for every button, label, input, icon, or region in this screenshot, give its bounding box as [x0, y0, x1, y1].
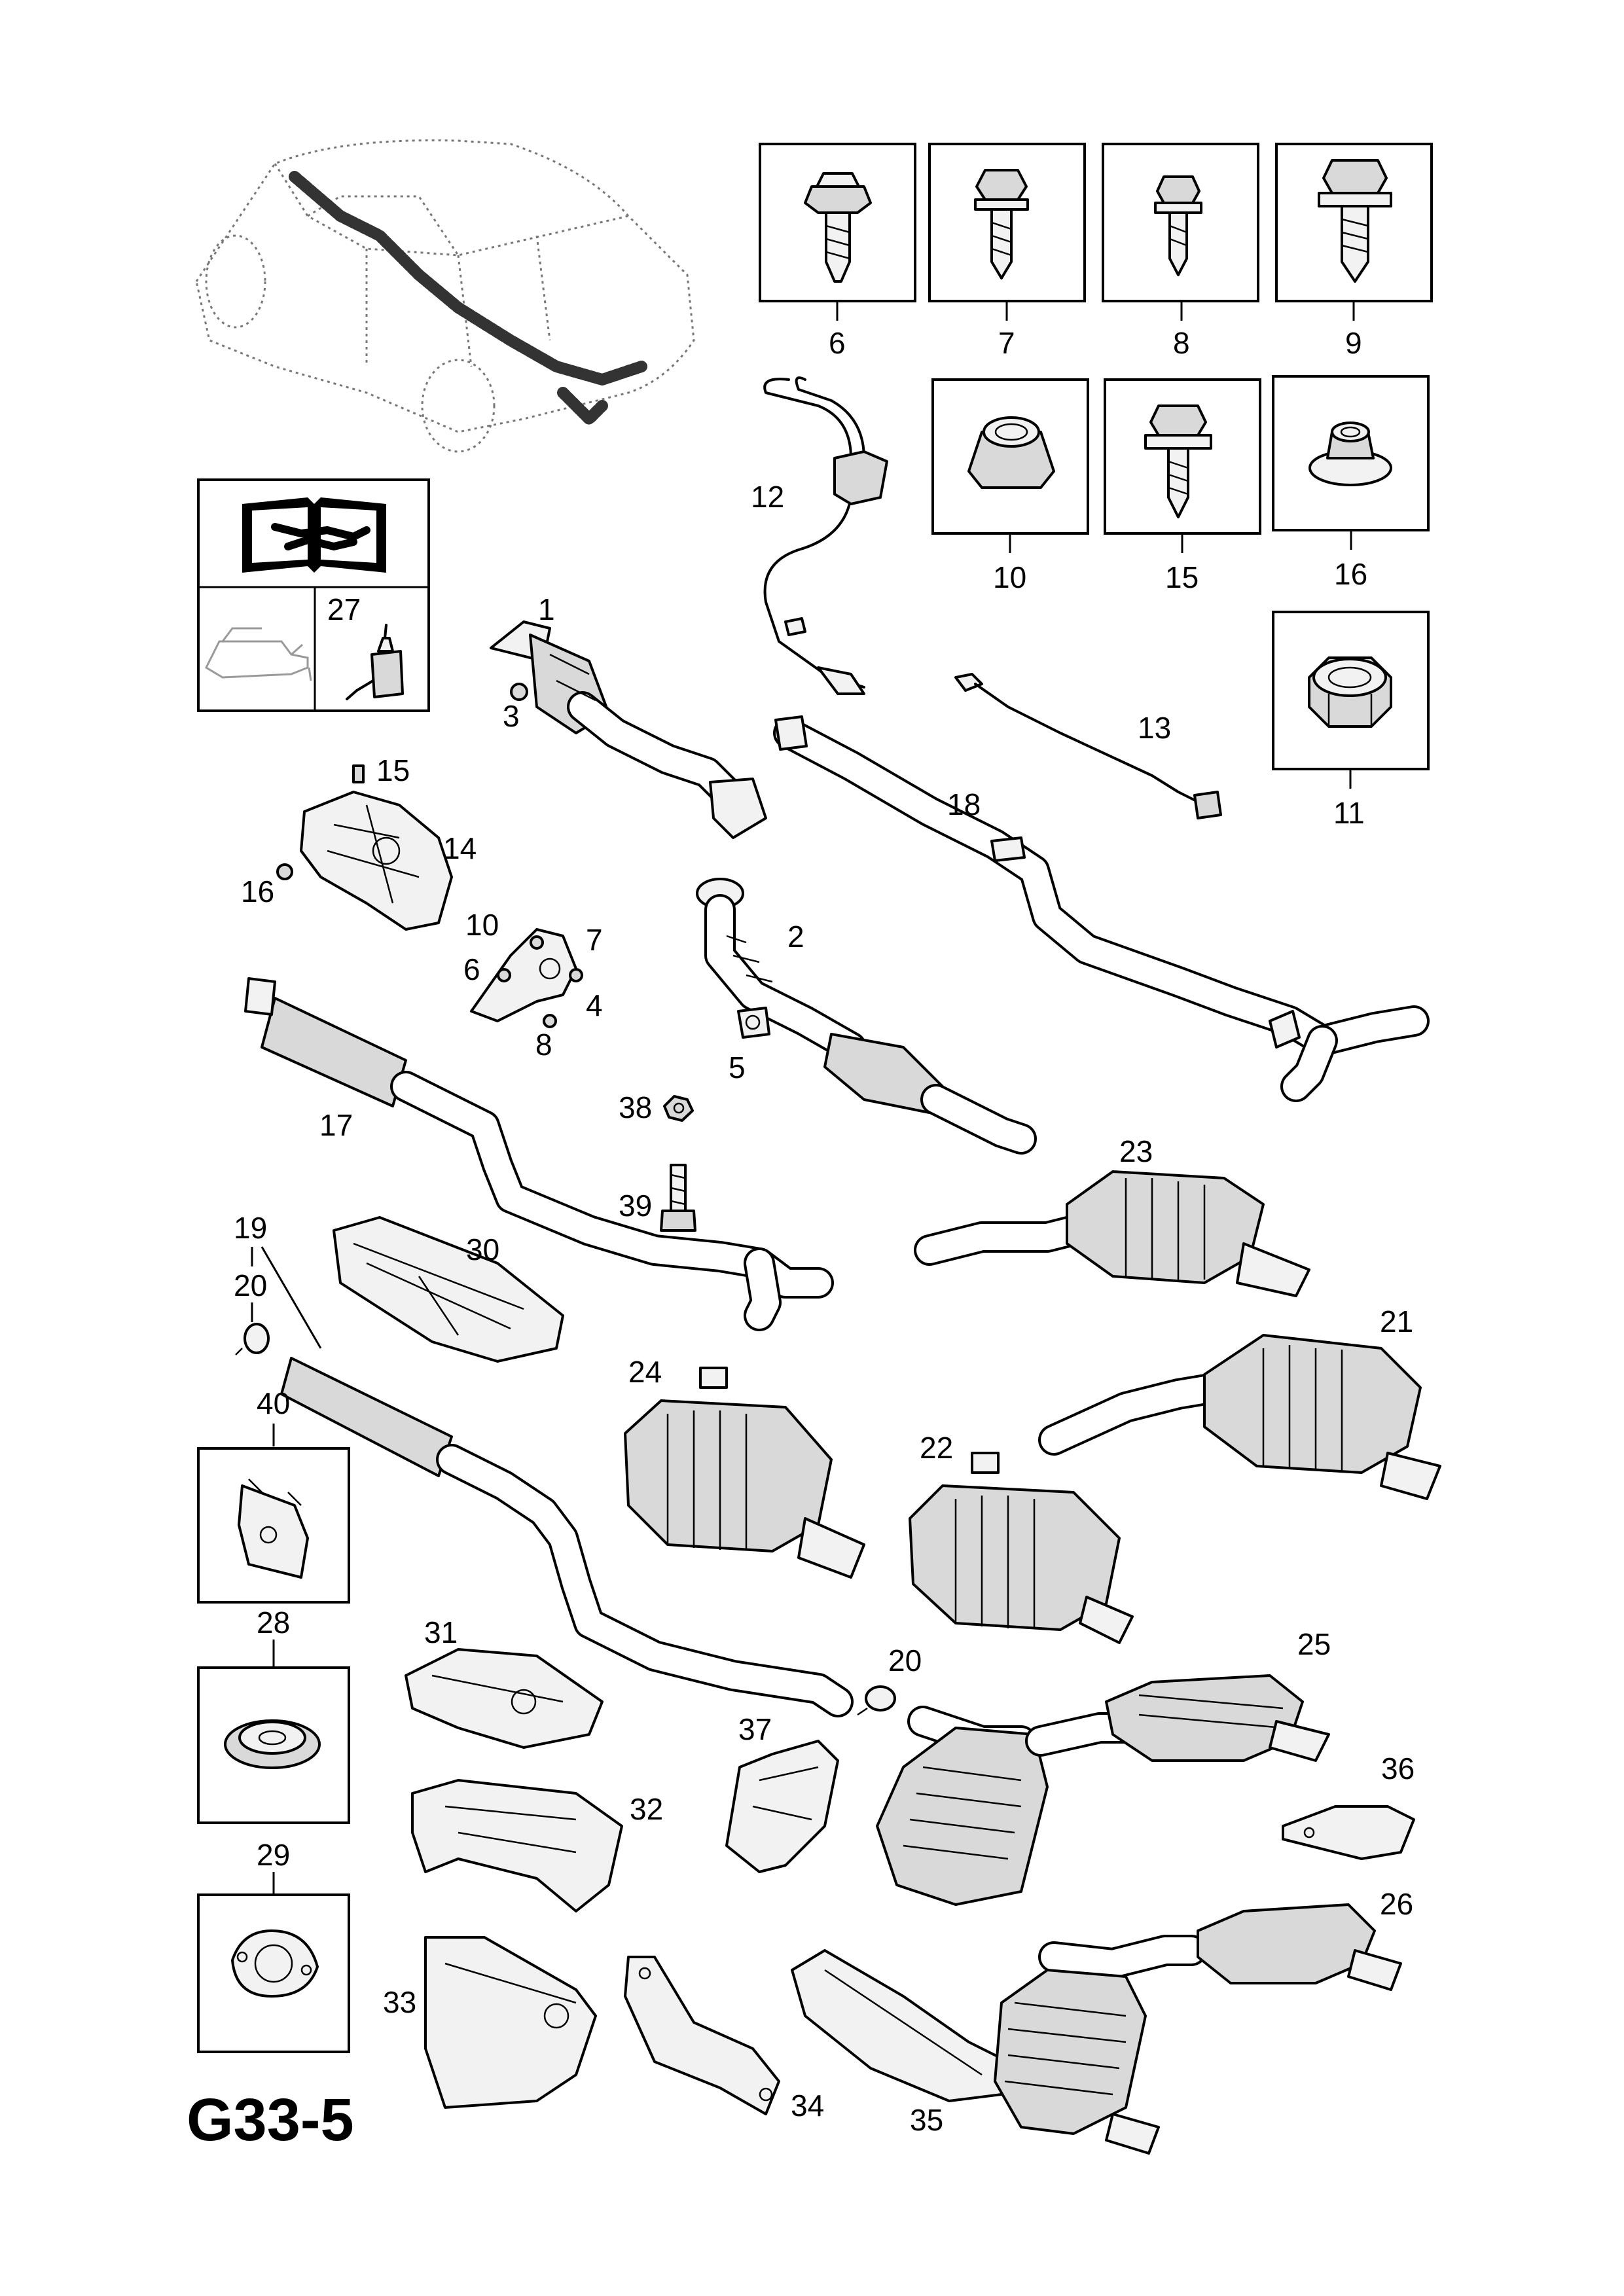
- callout-16-box: 16: [1334, 557, 1367, 591]
- service-info-box: [197, 478, 430, 712]
- callout-33: 33: [383, 1985, 416, 2019]
- callout-25: 25: [1297, 1627, 1331, 1661]
- callout-27: 27: [327, 592, 361, 626]
- oil-can-icon: [205, 627, 312, 681]
- callout-4: 4: [586, 988, 603, 1022]
- callout-3: 3: [503, 699, 520, 733]
- callout-28: 28: [257, 1605, 290, 1640]
- bracket-36: [1282, 1805, 1415, 1860]
- oxygen-sensor-12: [763, 376, 888, 695]
- callout-1: 1: [538, 592, 555, 626]
- catalytic-converter-2: [696, 878, 1037, 1155]
- callout-37: 37: [738, 1712, 772, 1746]
- fastener-box-11: [1272, 611, 1430, 770]
- callout-30: 30: [466, 1232, 499, 1266]
- callout-12: 12: [751, 480, 784, 514]
- gasket-box-29: [197, 1893, 350, 2053]
- hanger-5: [737, 1007, 770, 1039]
- bracket-4: [470, 928, 583, 1028]
- callout-24: 24: [628, 1355, 662, 1389]
- callout-11-box: 11: [1333, 796, 1365, 830]
- callout-10: 10: [465, 908, 499, 942]
- rear-muffler-24: [624, 1367, 865, 1579]
- fastener-box-9: [1275, 143, 1433, 302]
- clamp-20b: [857, 1685, 896, 1716]
- nut-3: [510, 683, 528, 701]
- mount-box-28: [197, 1666, 350, 1824]
- catalytic-converter-1: [490, 620, 767, 839]
- fastener-box-15: [1104, 378, 1261, 535]
- rear-muffler-26: [994, 1903, 1402, 2155]
- intermediate-pipe-19: [280, 1357, 854, 1717]
- callout-36: 36: [1381, 1751, 1415, 1785]
- heat-shield-33: [424, 1936, 597, 2109]
- callout-8-box: 8: [1173, 326, 1190, 360]
- diagram-code: G33-5: [187, 2087, 354, 2153]
- callout-13: 13: [1138, 711, 1171, 745]
- callout-15: 15: [376, 753, 410, 787]
- callout-39: 39: [619, 1189, 652, 1223]
- oxygen-sensor-13: [954, 673, 1222, 819]
- fastener-box-10: [931, 378, 1089, 535]
- callout-9-box: 9: [1345, 326, 1362, 360]
- rear-muffler-21: [1038, 1334, 1441, 1500]
- intermediate-pipe-17: [244, 977, 834, 1331]
- callout-6-box: 6: [829, 326, 846, 360]
- callout-6: 6: [463, 952, 480, 986]
- callout-23: 23: [1119, 1134, 1153, 1168]
- callout-16: 16: [241, 874, 274, 908]
- callout-35: 35: [910, 2103, 943, 2137]
- callout-22: 22: [920, 1431, 953, 1465]
- callout-20a: 20: [234, 1268, 267, 1302]
- nut-16: [276, 863, 293, 880]
- callout-40: 40: [257, 1386, 290, 1420]
- heat-shield-32: [411, 1779, 623, 1912]
- sealant-tube-icon: [346, 624, 404, 700]
- callout-21: 21: [1380, 1304, 1413, 1338]
- rear-muffler-23: [914, 1170, 1310, 1297]
- nut-38: [663, 1095, 694, 1122]
- callout-34: 34: [791, 2089, 824, 2123]
- callout-18: 18: [947, 787, 981, 821]
- callout-38: 38: [619, 1090, 652, 1124]
- callout-17: 17: [319, 1108, 353, 1142]
- heat-shield-30: [333, 1216, 564, 1363]
- heat-shield-31: [405, 1648, 604, 1749]
- bracket-37: [725, 1740, 839, 1873]
- callout-32: 32: [630, 1792, 663, 1826]
- callout-10-box: 10: [993, 560, 1026, 594]
- exhaust-pipe-18: [773, 715, 1430, 1102]
- clip-box-40: [197, 1447, 350, 1604]
- heat-shield-14: [300, 791, 453, 931]
- callout-7-box: 7: [998, 326, 1015, 360]
- callout-2: 2: [787, 920, 804, 954]
- callout-5: 5: [729, 1050, 746, 1085]
- callout-19: 19: [234, 1211, 267, 1245]
- fastener-box-7: [928, 143, 1086, 302]
- callout-7: 7: [586, 923, 603, 957]
- fastener-box-16: [1272, 375, 1430, 531]
- service-manual-icon: [242, 497, 386, 573]
- vehicle-overview-illustration: [195, 139, 695, 453]
- fastener-box-8: [1102, 143, 1259, 302]
- callout-31: 31: [424, 1615, 458, 1649]
- callout-8: 8: [535, 1028, 552, 1062]
- clamp-20a: [235, 1323, 270, 1355]
- bolt-39: [660, 1164, 696, 1232]
- callout-20b: 20: [888, 1643, 922, 1677]
- screw-15: [352, 764, 365, 783]
- callout-14: 14: [443, 831, 477, 865]
- callout-29: 29: [257, 1838, 290, 1872]
- fastener-box-6: [759, 143, 916, 302]
- callout-26: 26: [1380, 1887, 1413, 1921]
- callout-15-box: 15: [1165, 560, 1199, 594]
- rear-muffler-22: [909, 1452, 1134, 1644]
- rear-muffler-25: [876, 1674, 1330, 1906]
- bracket-34: [624, 1956, 780, 2115]
- heat-shield-35: [791, 1949, 1009, 2102]
